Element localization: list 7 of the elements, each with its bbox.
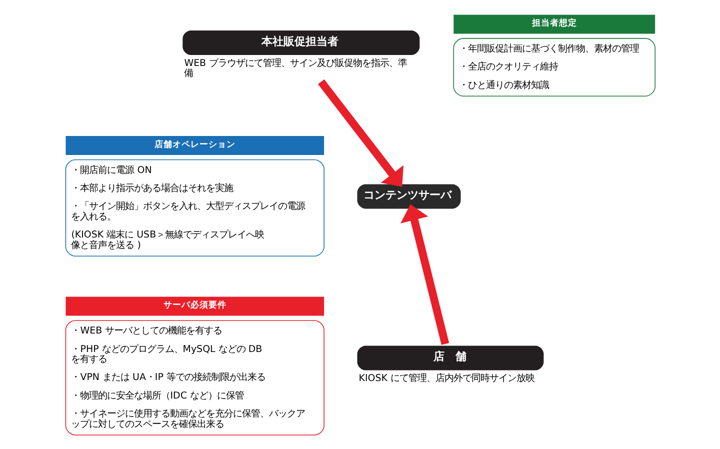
node-label: KIOSK にて管理、店内外で同時サイン放映: [358, 373, 534, 384]
node-box: 店 舗: [357, 346, 544, 370]
arrow: [318, 79, 404, 187]
arrow: [400, 204, 450, 345]
node-box: 本社販促担当者: [182, 30, 420, 56]
node-label: WEB ブラウザにて管理、サイン及び販促物を指示、準備: [184, 58, 408, 80]
node-box: コンテンツサーバ: [357, 184, 461, 209]
